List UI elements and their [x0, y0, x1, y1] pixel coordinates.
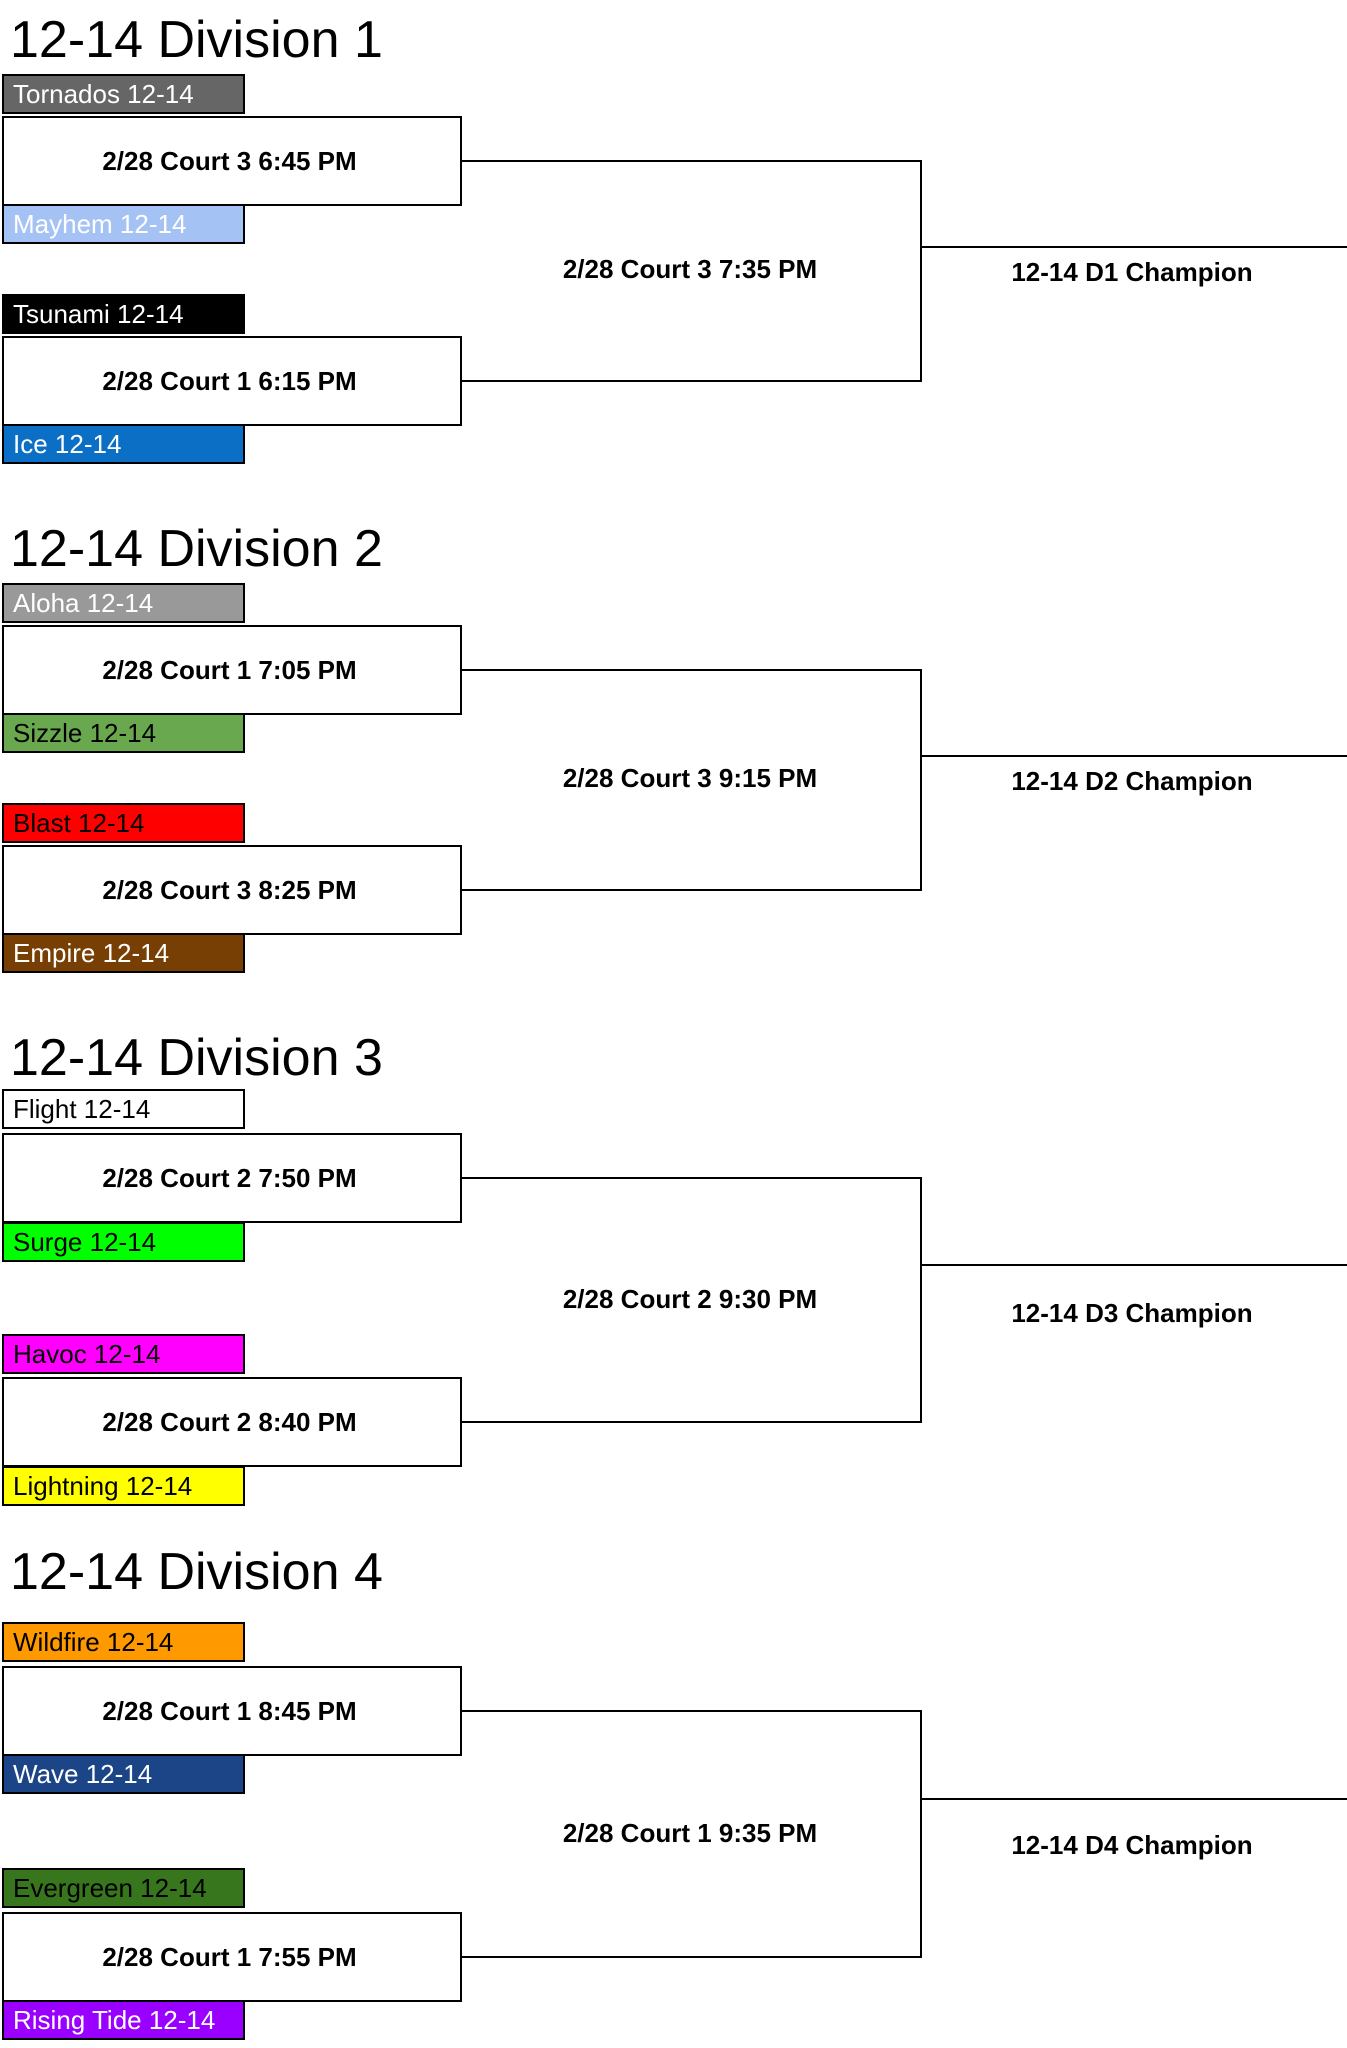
division-4-bracket: 12-14 Division 4 Wildfire 12-14 2/28 Cou…	[0, 1534, 1347, 2044]
bracket-line-vertical	[920, 160, 922, 382]
bracket-line-top	[460, 1177, 922, 1179]
bracket-line-top	[460, 1710, 922, 1712]
division-title: 12-14 Division 1	[10, 11, 383, 69]
team-slot-2: Sizzle 12-14	[2, 713, 245, 753]
bracket-line-vertical	[920, 1177, 922, 1423]
semifinal-game-label-2: 2/28 Court 3 8:25 PM	[102, 875, 357, 905]
team-slot-1: Flight 12-14	[2, 1089, 245, 1129]
semifinal-game-label-1: 2/28 Court 1 8:45 PM	[102, 1696, 357, 1726]
bracket-line-bottom	[460, 380, 922, 382]
team-slot-2: Wave 12-14	[2, 1754, 245, 1794]
champion-label: 12-14 D2 Champion	[1011, 766, 1253, 796]
team-slot-3: Tsunami 12-14	[2, 294, 245, 334]
division-3-bracket: 12-14 Division 3 Flight 12-14 2/28 Court…	[0, 1020, 1347, 1530]
champion-line	[920, 1264, 1347, 1266]
team-slot-1: Wildfire 12-14	[2, 1622, 245, 1662]
final-game-label: 2/28 Court 3 9:15 PM	[562, 763, 818, 793]
final-game-label: 2/28 Court 2 9:30 PM	[562, 1284, 818, 1314]
division-2-bracket: 12-14 Division 2 Aloha 12-14 2/28 Court …	[0, 511, 1347, 1021]
semifinal-game-label-1: 2/28 Court 1 7:05 PM	[102, 655, 357, 685]
champion-label: 12-14 D4 Champion	[1011, 1830, 1253, 1860]
final-game-label: 2/28 Court 3 7:35 PM	[562, 254, 818, 284]
bracket-line-bottom	[460, 1956, 922, 1958]
team-slot-4: Empire 12-14	[2, 933, 245, 973]
bracket-line-bottom	[460, 1421, 922, 1423]
champion-line	[920, 1798, 1347, 1800]
team-slot-3: Blast 12-14	[2, 803, 245, 843]
team-slot-2: Surge 12-14	[2, 1222, 245, 1262]
bracket-line-bottom	[460, 889, 922, 891]
semifinal-game-label-1: 2/28 Court 2 7:50 PM	[102, 1163, 357, 1193]
team-slot-4: Ice 12-14	[2, 424, 245, 464]
division-title: 12-14 Division 3	[10, 1029, 383, 1087]
semifinal-game-label-2: 2/28 Court 1 7:55 PM	[102, 1942, 357, 1972]
team-slot-3: Evergreen 12-14	[2, 1868, 245, 1908]
bracket-line-top	[460, 669, 922, 671]
division-title: 12-14 Division 2	[10, 520, 383, 578]
semifinal-game-label-2: 2/28 Court 2 8:40 PM	[102, 1407, 357, 1437]
champion-label: 12-14 D3 Champion	[1011, 1298, 1253, 1328]
division-1-bracket: 12-14 Division 1 Tornados 12-14 2/28 Cou…	[0, 2, 1347, 512]
final-game-label: 2/28 Court 1 9:35 PM	[562, 1818, 818, 1848]
champion-label: 12-14 D1 Champion	[1011, 257, 1253, 287]
semifinal-game-label-2: 2/28 Court 1 6:15 PM	[102, 366, 357, 396]
champion-line	[920, 755, 1347, 757]
bracket-line-vertical	[920, 1710, 922, 1958]
team-slot-4: Rising Tide 12-14	[2, 2000, 245, 2040]
bracket-line-top	[460, 160, 922, 162]
champion-line	[920, 246, 1347, 248]
team-slot-3: Havoc 12-14	[2, 1334, 245, 1374]
bracket-line-vertical	[920, 669, 922, 891]
team-slot-4: Lightning 12-14	[2, 1466, 245, 1506]
semifinal-game-label-1: 2/28 Court 3 6:45 PM	[102, 146, 357, 176]
team-slot-2: Mayhem 12-14	[2, 204, 245, 244]
division-title: 12-14 Division 4	[10, 1543, 383, 1601]
team-slot-1: Tornados 12-14	[2, 74, 245, 114]
team-slot-1: Aloha 12-14	[2, 583, 245, 623]
